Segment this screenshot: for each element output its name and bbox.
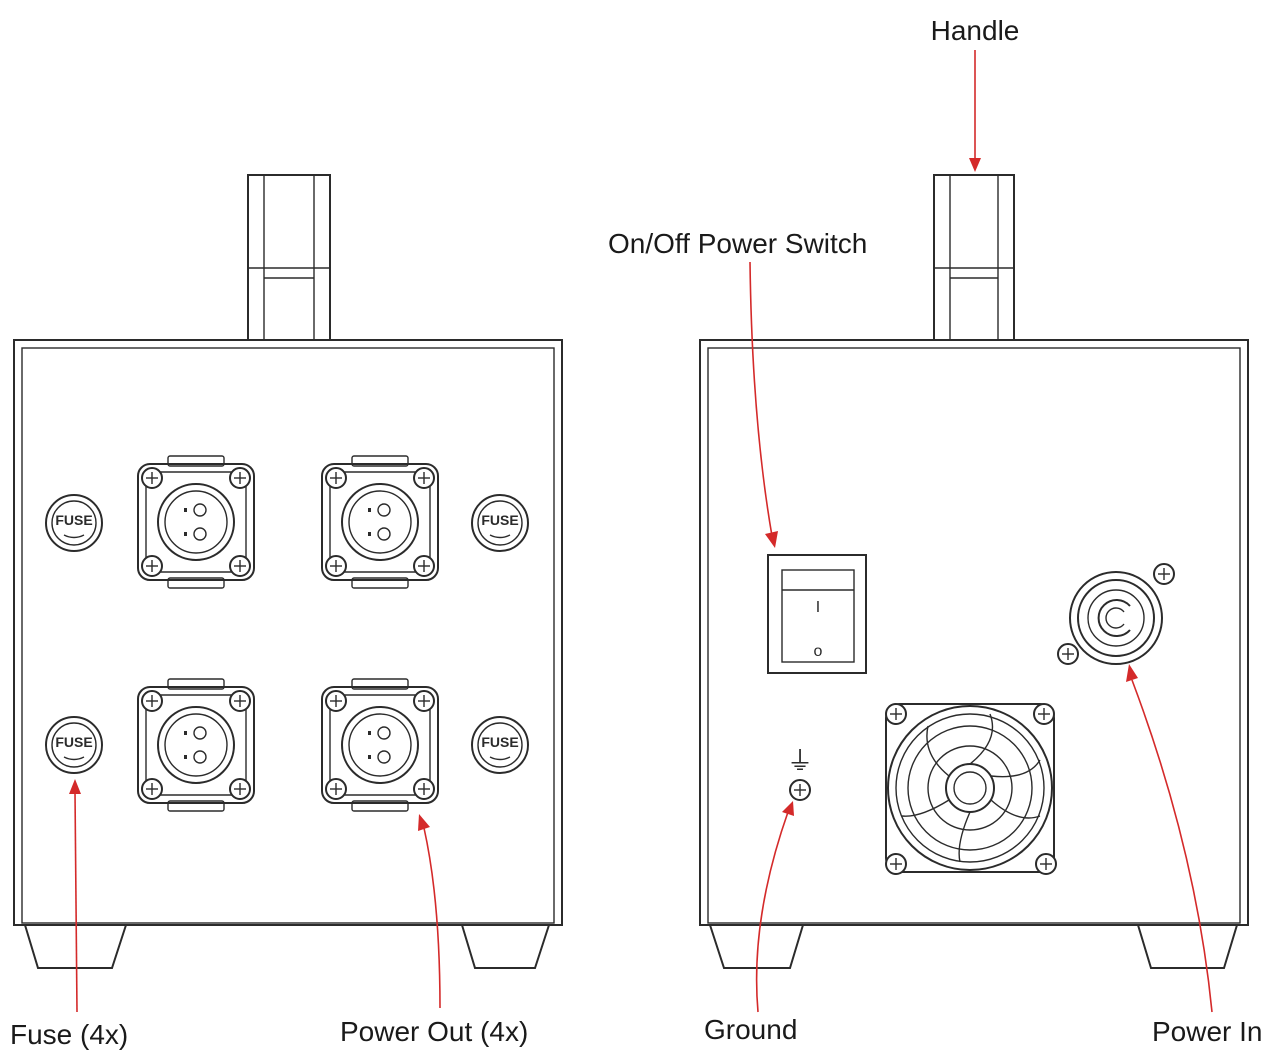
power-in-connector bbox=[1057, 563, 1175, 665]
fuse-holder: FUSE bbox=[471, 716, 529, 774]
label-power-in: Power In bbox=[1152, 1016, 1263, 1047]
arrow-power-in bbox=[1131, 679, 1213, 1013]
callout-arrows bbox=[69, 50, 1213, 1013]
right-handle bbox=[933, 174, 1015, 341]
ground-terminal: ⏚ bbox=[787, 747, 813, 801]
rear-panel-unit: I o ⏚ bbox=[699, 174, 1249, 969]
svg-text:FUSE: FUSE bbox=[55, 512, 92, 528]
svg-text:FUSE: FUSE bbox=[481, 512, 518, 528]
label-fuse: Fuse (4x) bbox=[10, 1019, 128, 1050]
label-ground: Ground bbox=[704, 1014, 797, 1045]
cooling-fan bbox=[885, 703, 1057, 875]
switch-off-mark: o bbox=[814, 643, 823, 660]
arrow-power-out bbox=[423, 827, 441, 1009]
power-out-connector bbox=[138, 679, 254, 811]
power-out-connector bbox=[322, 679, 438, 811]
power-switch: I o bbox=[767, 554, 867, 674]
left-foot-b bbox=[461, 924, 550, 969]
right-foot-b bbox=[1137, 924, 1238, 969]
ground-icon: ⏚ bbox=[787, 747, 813, 777]
svg-text:FUSE: FUSE bbox=[481, 734, 518, 750]
left-foot-a bbox=[24, 924, 127, 969]
switch-on-mark: I bbox=[816, 599, 820, 616]
label-power-out: Power Out (4x) bbox=[340, 1016, 528, 1047]
left-enclosure bbox=[13, 339, 563, 926]
power-out-connector bbox=[322, 456, 438, 588]
front-panel-unit: FUSE FUSE FUSE FUSE bbox=[13, 174, 563, 969]
arrow-fuse bbox=[74, 791, 78, 1013]
label-power-switch: On/Off Power Switch bbox=[608, 228, 867, 259]
left-handle bbox=[247, 174, 331, 341]
fuse-holder: FUSE bbox=[45, 716, 103, 774]
power-out-connector bbox=[138, 456, 254, 588]
arrow-power-switch bbox=[749, 261, 773, 537]
svg-text:FUSE: FUSE bbox=[55, 734, 92, 750]
fuse-holder: FUSE bbox=[45, 494, 103, 552]
label-handle: Handle bbox=[931, 15, 1020, 46]
arrow-ground bbox=[755, 811, 789, 1013]
fuse-holder: FUSE bbox=[471, 494, 529, 552]
